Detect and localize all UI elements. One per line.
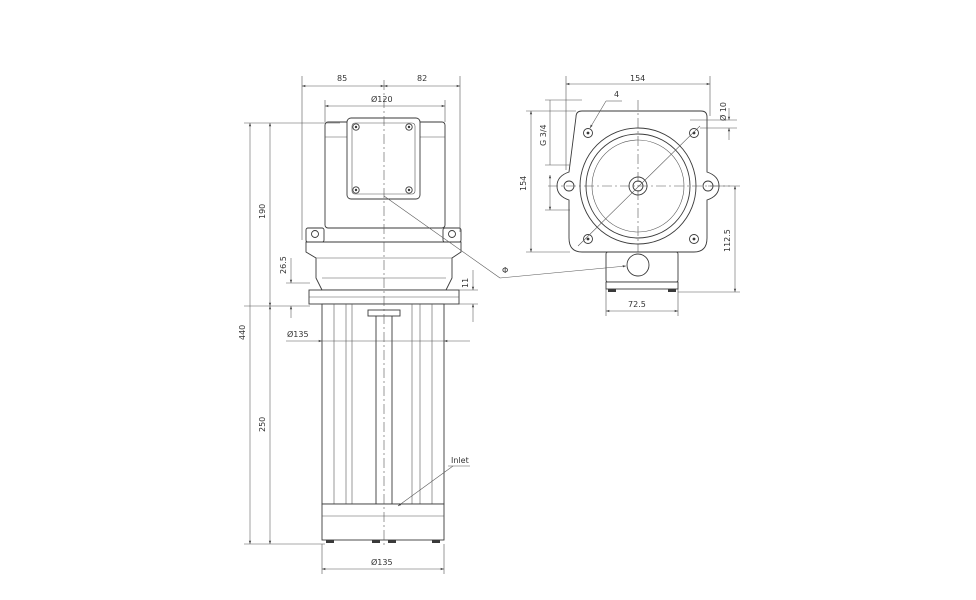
- dim-11-label: 11: [461, 278, 470, 288]
- dim-190-label: 190: [258, 204, 267, 219]
- top-view: 154 4 Ø 10 G 3/4 154 112.5 72.5: [383, 74, 740, 316]
- dim-26-5-label: 26.5: [279, 256, 288, 274]
- inlet-label: Inlet: [451, 456, 469, 465]
- phi-label: Φ: [502, 266, 508, 275]
- dim-dia135-lower-label: Ø135: [371, 557, 393, 567]
- dim-dia120-label: Ø120: [371, 94, 393, 104]
- pump-base: [321, 503, 445, 541]
- dim-85-label: 85: [337, 74, 347, 83]
- dim-72-5-label: 72.5: [628, 300, 646, 309]
- dim-112-5-label: 112.5: [723, 229, 732, 252]
- dim-154-height-label: 154: [519, 176, 528, 191]
- bolt-count-label: 4: [614, 90, 619, 99]
- dim-dia135-upper-label: Ø135: [287, 329, 309, 339]
- dim-440-label: 440: [238, 325, 247, 340]
- dim-dia10-label: Ø 10: [718, 102, 728, 121]
- dim-82-label: 82: [417, 74, 427, 83]
- motor-flange: [305, 241, 462, 291]
- thread-g34-label: G 3/4: [539, 124, 548, 146]
- terminal-box: [346, 117, 421, 200]
- dim-154-width-label: 154: [630, 74, 645, 83]
- dim-250-label: 250: [258, 417, 267, 432]
- side-view: 85 82 Ø120 440 190 26.5 250 11: [238, 74, 478, 574]
